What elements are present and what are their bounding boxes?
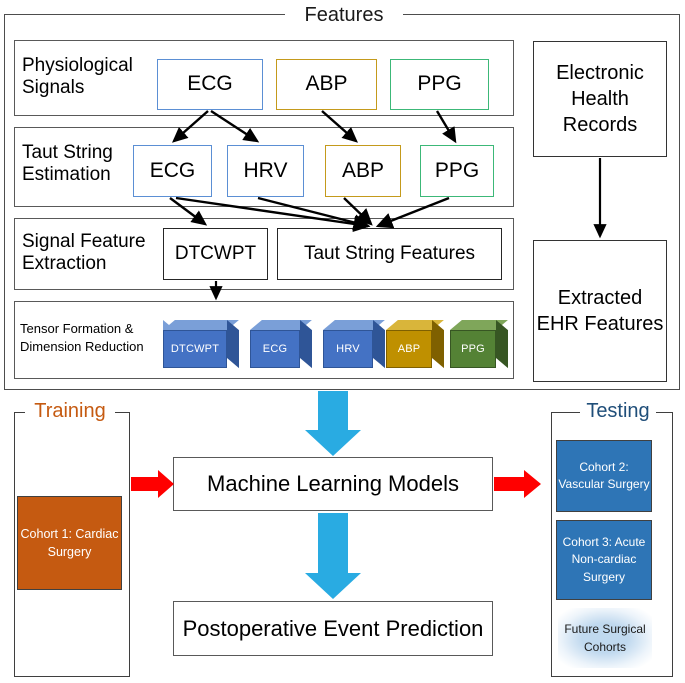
taut-box-hrv[interactable]: HRV bbox=[227, 145, 304, 197]
cube-side-face bbox=[373, 320, 385, 369]
machine-learning-models-box[interactable]: Machine Learning Models bbox=[173, 457, 493, 511]
extracted-ehr-features-box[interactable]: Extracted EHR Features bbox=[533, 240, 667, 382]
cube-front-face: HRV bbox=[323, 330, 373, 368]
taut-box-abp[interactable]: ABP bbox=[325, 145, 401, 197]
cube-side-face bbox=[496, 320, 508, 369]
cohort1-card[interactable]: Cohort 1: Cardiac Surgery bbox=[17, 496, 122, 590]
cube-side-face bbox=[432, 320, 444, 369]
physio-box-ppg[interactable]: PPG bbox=[390, 59, 489, 110]
cube-side-face bbox=[300, 320, 312, 369]
cyan-arrow-ml-to-prediction bbox=[305, 513, 361, 599]
red-arrow-training-to-ml bbox=[131, 470, 174, 498]
taut-string-estimation-label: Taut String Estimation bbox=[22, 142, 113, 186]
cube-front-face: ECG bbox=[250, 330, 300, 368]
physio-box-ecg[interactable]: ECG bbox=[157, 59, 263, 110]
cube-front-face: DTCWPT bbox=[163, 330, 227, 368]
postoperative-event-prediction-box[interactable]: Postoperative Event Prediction bbox=[173, 601, 493, 656]
electronic-health-records-box[interactable]: Electronic Health Records bbox=[533, 41, 667, 157]
signal-feature-extraction-label: Signal Feature Extraction bbox=[22, 231, 146, 275]
tensor-formation-label: Tensor Formation & Dimension Reduction bbox=[20, 321, 144, 354]
cube-side-face bbox=[227, 320, 239, 369]
cube-front-face: PPG bbox=[450, 330, 496, 368]
taut-box-ecg[interactable]: ECG bbox=[133, 145, 212, 197]
tensor-cube-abp[interactable]: ABP bbox=[386, 320, 444, 369]
testing-legend-label: Testing bbox=[580, 399, 656, 424]
cyan-arrow-features-to-ml bbox=[305, 391, 361, 456]
tensor-cube-hrv[interactable]: HRV bbox=[323, 320, 385, 369]
cohort3-card[interactable]: Cohort 3: Acute Non-cardiac Surgery bbox=[556, 520, 652, 600]
physio-box-abp[interactable]: ABP bbox=[276, 59, 377, 110]
future-surgical-cohorts-card[interactable]: Future Surgical Cohorts bbox=[558, 608, 652, 668]
cube-front-face: ABP bbox=[386, 330, 432, 368]
tensor-cube-ecg[interactable]: ECG bbox=[250, 320, 312, 369]
tensor-cube-dtcwpt[interactable]: DTCWPT bbox=[163, 320, 239, 369]
feature-box-dtcwpt[interactable]: DTCWPT bbox=[163, 228, 268, 280]
tensor-cube-ppg[interactable]: PPG bbox=[450, 320, 508, 369]
feature-box-taut-string-features[interactable]: Taut String Features bbox=[277, 228, 502, 280]
cohort2-card[interactable]: Cohort 2: Vascular Surgery bbox=[556, 440, 652, 512]
features-legend-label: Features bbox=[285, 3, 403, 27]
training-legend-label: Training bbox=[25, 399, 115, 424]
red-arrow-ml-to-testing bbox=[494, 470, 541, 498]
physiological-signals-label: Physiological Signals bbox=[22, 55, 133, 99]
taut-box-ppg[interactable]: PPG bbox=[420, 145, 494, 197]
